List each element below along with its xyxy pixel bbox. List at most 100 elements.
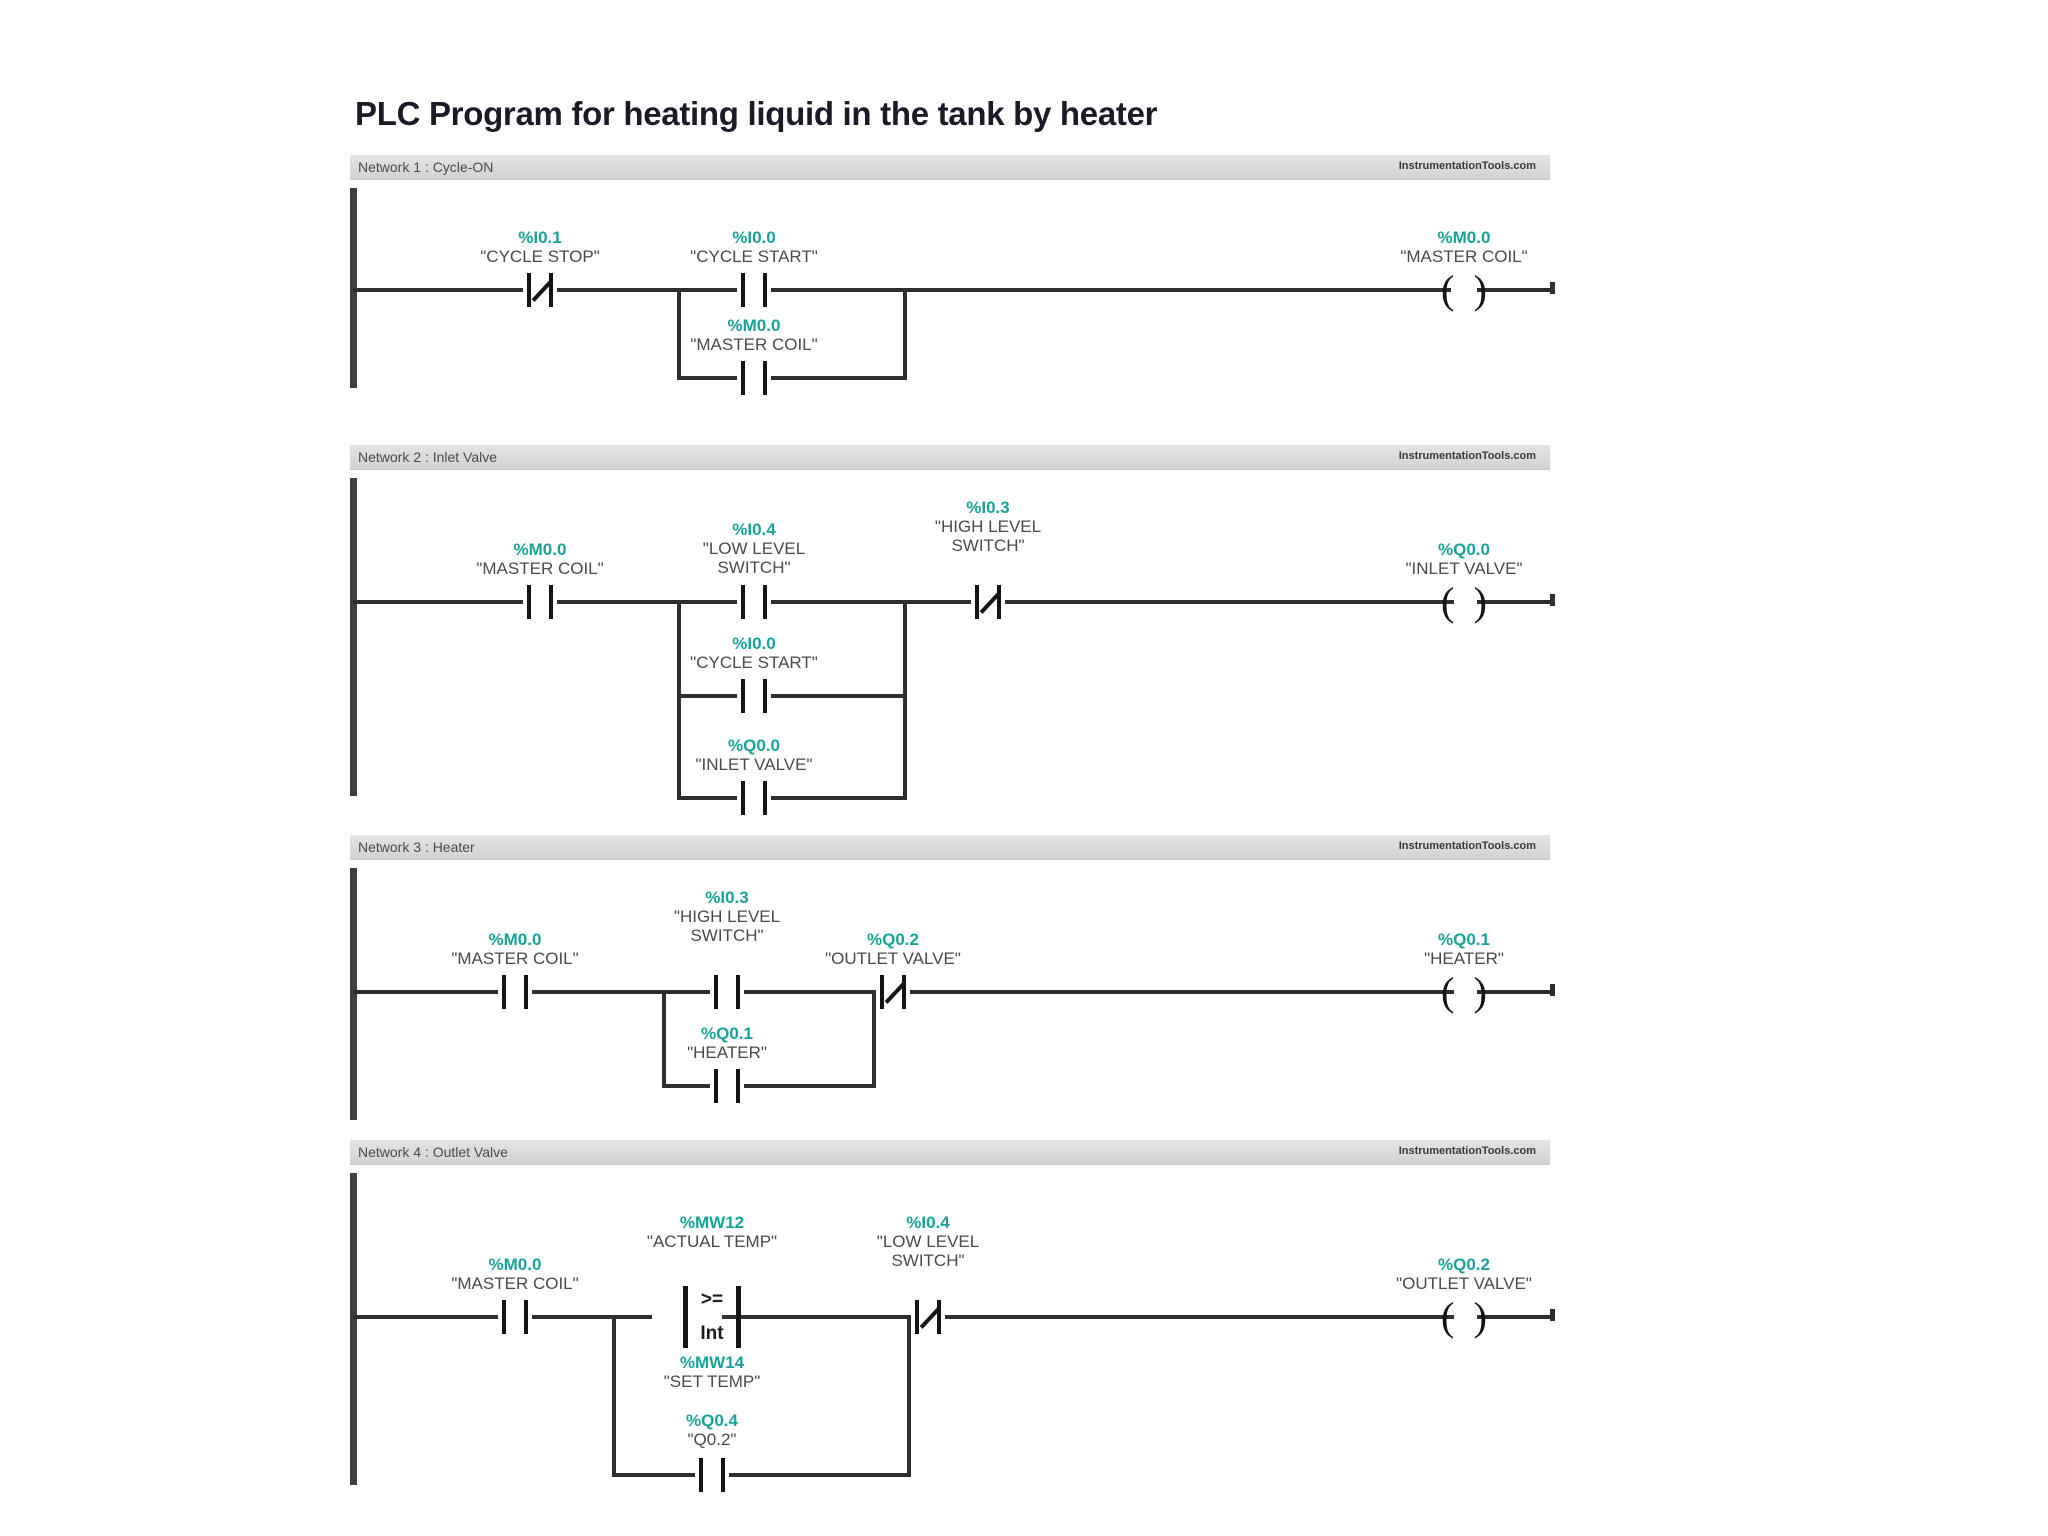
contact-bar-right — [549, 585, 553, 619]
master-coil-label: %M0.0 "MASTER COIL" — [451, 930, 579, 968]
wire — [353, 990, 498, 994]
contact-master-coil-sealin[interactable] — [737, 361, 771, 395]
wire — [1477, 990, 1552, 994]
actual-temp-label: %MW12 "ACTUAL TEMP" — [646, 1213, 778, 1251]
coil-paren-right: ) — [1473, 1294, 1487, 1339]
inlet-valve-branch-label: %Q0.0 "INLET VALVE" — [695, 736, 813, 774]
contact-cycle-stop[interactable] — [523, 273, 557, 307]
contact-high-level-switch[interactable] — [710, 975, 744, 1009]
contact-inlet-valve-sealin[interactable] — [737, 781, 771, 815]
contact-master-coil[interactable] — [498, 1300, 532, 1334]
low-level-switch-label: %I0.4 "LOW LEVEL SWITCH" — [702, 520, 806, 577]
wire — [353, 600, 523, 604]
wire — [677, 796, 737, 800]
heater-output-label: %Q0.1 "HEATER" — [1424, 930, 1504, 968]
contact-bar-left — [741, 585, 745, 619]
wire — [1477, 600, 1552, 604]
rung-end-stub — [1550, 984, 1555, 996]
coil-paren-left: ( — [1441, 579, 1455, 624]
power-rail — [350, 478, 357, 796]
wire — [677, 600, 681, 800]
q04-branch-label: %Q0.4 "Q0.2" — [686, 1411, 738, 1449]
contact-outlet-valve[interactable] — [876, 975, 910, 1009]
wire — [903, 600, 907, 800]
contact-bar-right — [736, 1069, 740, 1103]
wire — [722, 1315, 911, 1319]
wire — [612, 1315, 652, 1319]
coil-outlet-valve[interactable]: ( ) — [1441, 1294, 1487, 1339]
contact-bar-right — [524, 1300, 528, 1334]
network-4-header: Network 4 : Outlet Valve Instrumentation… — [350, 1140, 1550, 1165]
network-1-header: Network 1 : Cycle-ON InstrumentationTool… — [350, 155, 1550, 180]
contact-master-coil[interactable] — [498, 975, 532, 1009]
master-coil-output-label: %M0.0 "MASTER COIL" — [1400, 228, 1528, 266]
network-3-brand: InstrumentationTools.com — [1398, 840, 1536, 852]
contact-bar-right — [524, 975, 528, 1009]
contact-high-level-switch[interactable] — [971, 585, 1005, 619]
set-temp-label: %MW14 "SET TEMP" — [663, 1353, 761, 1391]
coil-inlet-valve[interactable]: ( ) — [1441, 579, 1487, 624]
coil-paren-left: ( — [1441, 1294, 1455, 1339]
wire — [771, 288, 1451, 292]
contact-bar-left — [699, 1458, 703, 1492]
compare-bar-left — [683, 1286, 688, 1348]
contact-bar-left — [527, 585, 531, 619]
contact-bar-right — [763, 781, 767, 815]
wire — [729, 1473, 911, 1477]
contact-low-level-switch[interactable] — [737, 585, 771, 619]
master-coil-branch-label: %M0.0 "MASTER COIL" — [690, 316, 818, 354]
inlet-valve-output-label: %Q0.0 "INLET VALVE" — [1405, 540, 1523, 578]
contact-bar-right — [721, 1458, 725, 1492]
contact-bar-left — [502, 1300, 506, 1334]
contact-master-coil[interactable] — [523, 585, 557, 619]
contact-cycle-start[interactable] — [737, 273, 771, 307]
wire — [353, 288, 523, 292]
wire — [744, 1084, 876, 1088]
outlet-valve-output-label: %Q0.2 "OUTLET VALVE" — [1396, 1255, 1532, 1293]
rung-end-stub — [1550, 1309, 1555, 1321]
network-2-brand: InstrumentationTools.com — [1398, 450, 1536, 462]
wire — [872, 990, 876, 1088]
network-3-header: Network 3 : Heater InstrumentationTools.… — [350, 835, 1550, 860]
wire — [532, 1315, 612, 1319]
network-1: Network 1 : Cycle-ON InstrumentationTool… — [350, 155, 1555, 395]
coil-paren-right: ) — [1473, 579, 1487, 624]
master-coil-label: %M0.0 "MASTER COIL" — [476, 540, 604, 578]
wire — [910, 990, 1454, 994]
wire — [1477, 1315, 1552, 1319]
coil-heater[interactable]: ( ) — [1441, 969, 1487, 1014]
contact-cycle-start-branch[interactable] — [737, 679, 771, 713]
wire — [945, 1315, 1454, 1319]
coil-paren-left: ( — [1441, 267, 1455, 312]
wire — [771, 600, 971, 604]
low-level-switch-label: %I0.4 "LOW LEVEL SWITCH" — [876, 1213, 980, 1270]
rung-end-stub — [1550, 594, 1555, 606]
coil-master-coil[interactable]: ( ) — [1441, 267, 1487, 312]
contact-low-level-switch[interactable] — [911, 1300, 945, 1334]
wire — [662, 1084, 710, 1088]
wire — [557, 288, 677, 292]
network-2-header: Network 2 : Inlet Valve InstrumentationT… — [350, 445, 1550, 470]
network-3-rung: %M0.0 "MASTER COIL" %I0.3 "HIGH LEVEL SW… — [350, 860, 1555, 1130]
wire — [771, 376, 907, 380]
wire — [771, 796, 907, 800]
network-3: Network 3 : Heater InstrumentationTools.… — [350, 835, 1555, 1130]
wire — [353, 1315, 498, 1319]
contact-heater-sealin[interactable] — [710, 1069, 744, 1103]
network-2: Network 2 : Inlet Valve InstrumentationT… — [350, 445, 1555, 815]
network-4-header-label: Network 4 : Outlet Valve — [358, 1144, 508, 1160]
contact-bar-left — [502, 975, 506, 1009]
contact-bar-right — [997, 585, 1001, 619]
contact-q04-branch[interactable] — [695, 1458, 729, 1492]
coil-paren-left: ( — [1441, 969, 1455, 1014]
contact-bar-left — [915, 1300, 919, 1334]
wire — [1477, 288, 1552, 292]
power-rail — [350, 868, 357, 1120]
wire — [612, 1473, 695, 1477]
network-3-header-label: Network 3 : Heater — [358, 839, 475, 855]
network-2-rung: %M0.0 "MASTER COIL" %I0.4 "LOW LEVEL SWI… — [350, 470, 1555, 815]
wire — [907, 1315, 911, 1477]
compare-block-greater-equal[interactable]: >= Int — [675, 1286, 749, 1348]
wire — [662, 990, 666, 1088]
